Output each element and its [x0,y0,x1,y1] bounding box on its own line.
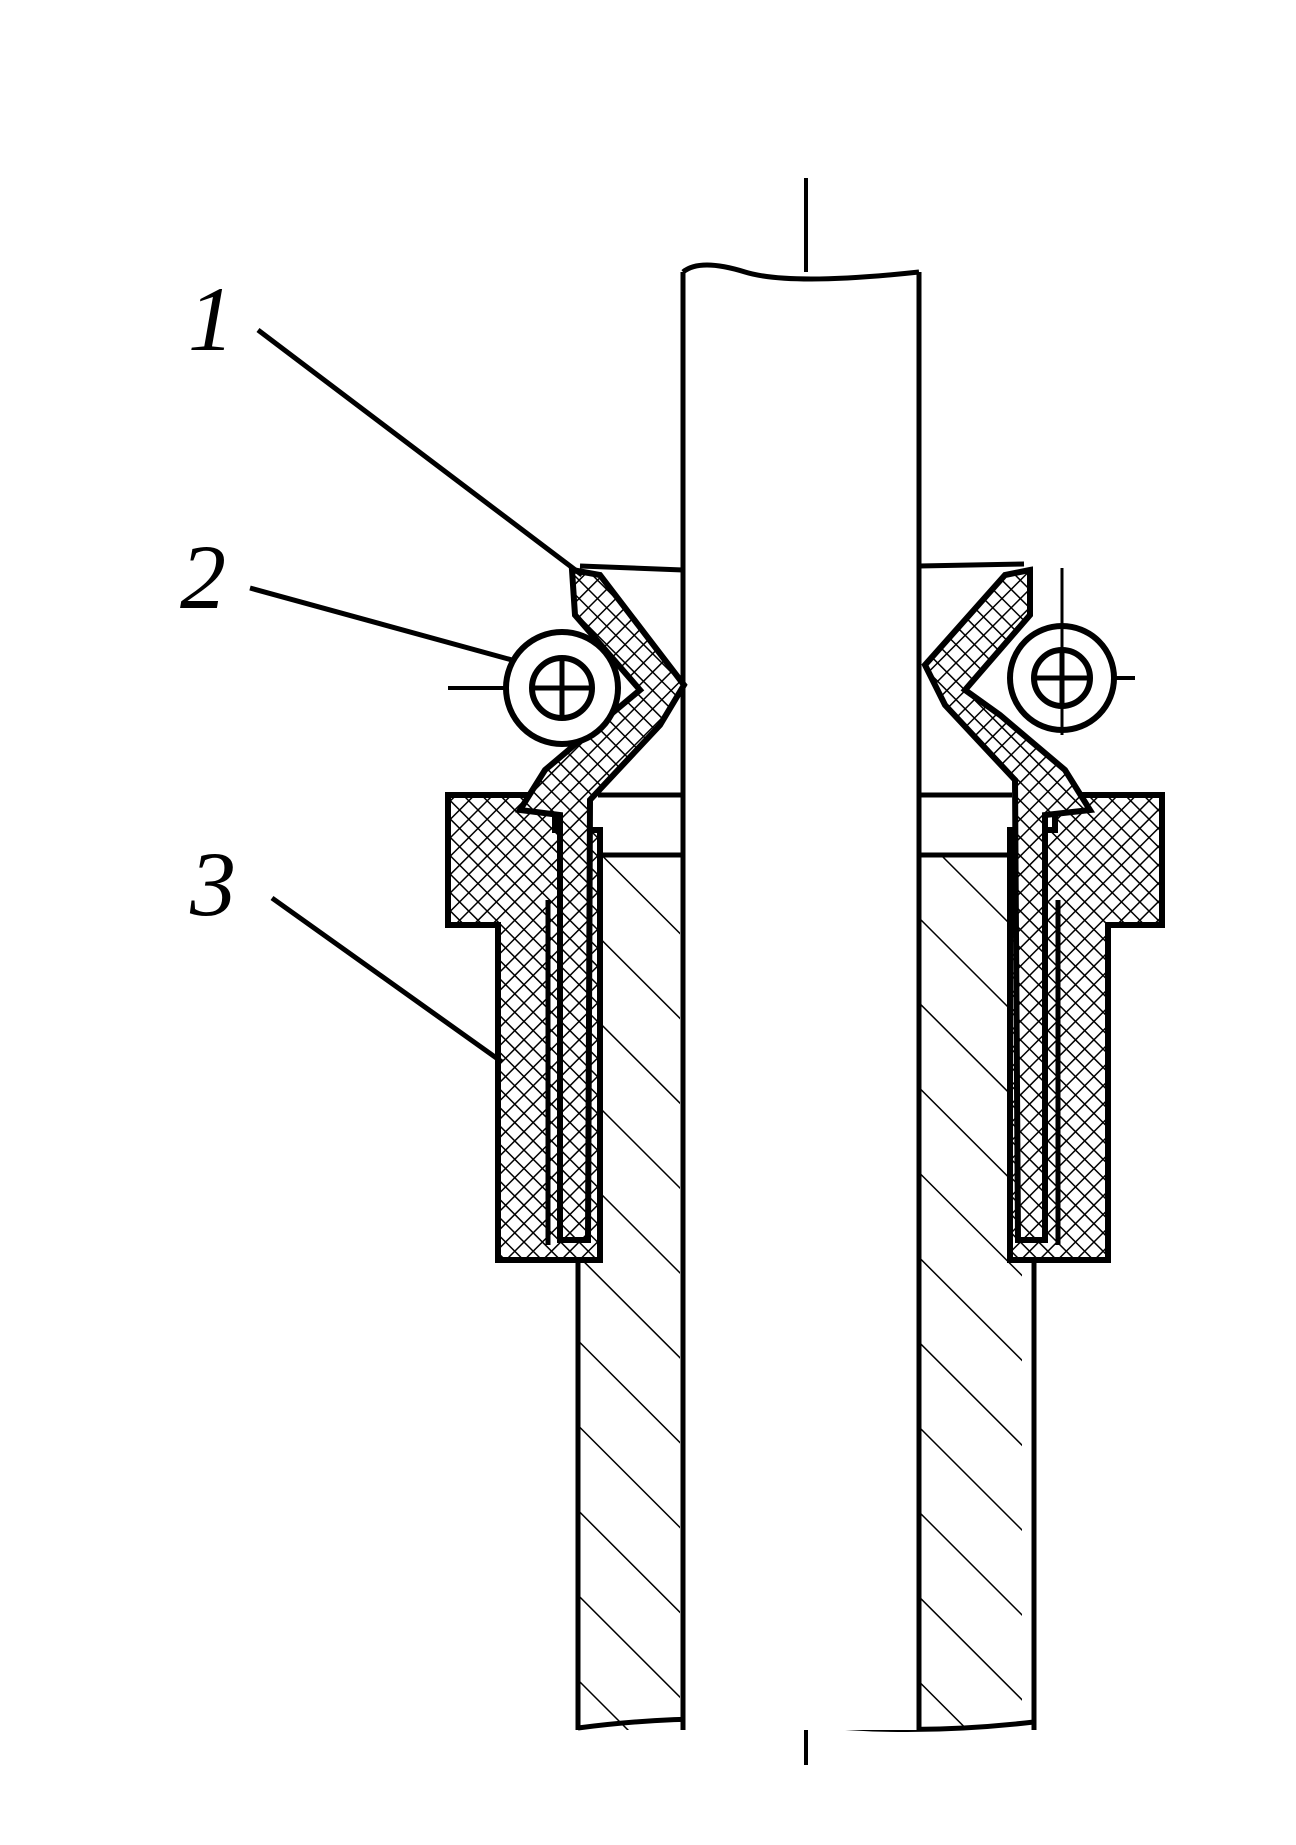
central-shaft [680,262,922,1730]
leader-line-3 [270,895,504,1065]
leader-line-2 [249,585,513,663]
top-cover [579,561,1025,573]
callout-label-2: 2 [180,526,226,628]
spacer-ring [598,792,1012,858]
spring-ring-left [448,629,621,747]
seal-lip-left [514,566,688,1243]
seal-lip-right [921,566,1096,1243]
spring-ring-right [1007,568,1135,735]
leader-lines [249,328,584,1065]
callout-label-1: 1 [188,268,234,370]
callout-label-3: 3 [189,833,236,935]
leader-line-1 [256,328,584,577]
